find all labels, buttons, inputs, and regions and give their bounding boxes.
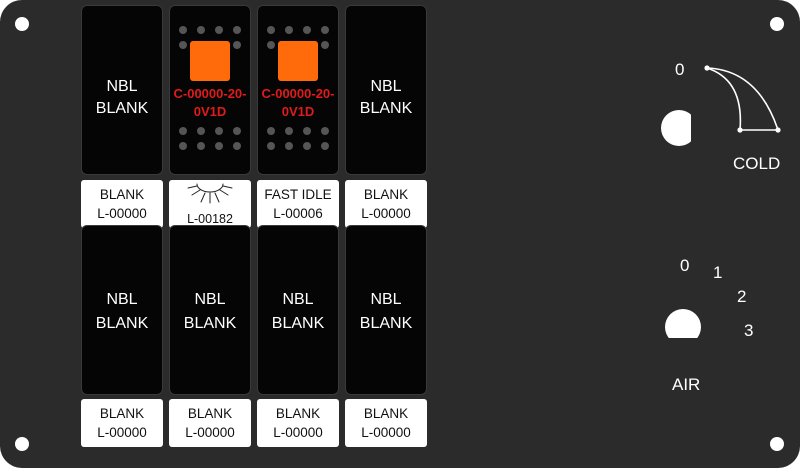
switch-code-line1: C-00000-20- (173, 86, 247, 101)
air-label: AIR (672, 375, 701, 394)
switch-label-4: BLANK L-00000 (345, 180, 427, 228)
sun-lamp-icon (187, 183, 233, 204)
switch-label-7: BLANK L-00000 (257, 399, 339, 447)
switch-label-3: FAST IDLE L-00006 (257, 180, 339, 228)
led-dots-bottom (170, 127, 250, 150)
rocker-switch-6[interactable]: NBL BLANK (169, 225, 251, 395)
switch-label-6: BLANK L-00000 (169, 399, 251, 447)
rocker-switch-4[interactable]: NBL BLANK (345, 5, 427, 175)
label-title: BLANK (363, 406, 409, 421)
switch-text-line2: BLANK (95, 100, 149, 117)
switch-text-line2: BLANK (271, 315, 325, 332)
label-code: L-00006 (273, 206, 323, 221)
switch-code-line2: 0V1D (281, 104, 315, 119)
label-code: L-00182 (187, 212, 233, 226)
rocker-switch-8[interactable]: NBL BLANK (345, 225, 427, 395)
orange-indicator-light (278, 41, 318, 81)
mounting-hole-top-right (770, 17, 784, 31)
switch-text-line1: NBL (194, 291, 226, 308)
mounting-hole-top-left (15, 17, 29, 31)
temp-range-arc-icon (704, 65, 781, 133)
air-control-knob[interactable] (665, 309, 701, 345)
switch-text-line1: NBL (370, 291, 402, 308)
switch-label-5: BLANK L-00000 (81, 399, 163, 447)
label-title: BLANK (99, 406, 145, 421)
label-title: BLANK (275, 406, 321, 421)
temp-zero-label: 0 (675, 60, 685, 79)
switch-text-line2: BLANK (95, 315, 149, 332)
switch-text-line1: NBL (282, 291, 314, 308)
switch-text-line1: NBL (106, 78, 138, 95)
label-title: BLANK (363, 187, 409, 202)
label-code: L-00000 (361, 206, 411, 221)
switch-code-line1: C-00000-20- (261, 86, 335, 101)
temp-cold-label: COLD (733, 154, 781, 173)
switch-label-8: BLANK L-00000 (345, 399, 427, 447)
switch-label-2: L-00182 (169, 180, 251, 228)
switch-text-line2: BLANK (359, 315, 413, 332)
rocker-switch-5[interactable]: NBL BLANK (81, 225, 163, 395)
temp-control-knob[interactable] (661, 110, 697, 146)
orange-indicator-light (190, 41, 230, 81)
air-position-3: 3 (744, 321, 754, 340)
label-title: FAST IDLE (264, 187, 332, 202)
air-position-1: 1 (713, 263, 723, 282)
switch-text-line1: NBL (370, 78, 402, 95)
rocker-switch-2[interactable]: C-00000-20- 0V1D (169, 5, 251, 175)
switch-text-line1: NBL (106, 291, 138, 308)
switch-text-line2: BLANK (359, 100, 413, 117)
rocker-switch-3[interactable]: C-00000-20- 0V1D (257, 5, 339, 175)
mounting-hole-bottom-right (770, 437, 784, 451)
label-code: L-00000 (273, 425, 323, 440)
label-code: L-00000 (97, 425, 147, 440)
switch-code-line2: 0V1D (193, 104, 227, 119)
label-code: L-00000 (97, 206, 147, 221)
rocker-switch-7[interactable]: NBL BLANK (257, 225, 339, 395)
label-title: BLANK (99, 187, 145, 202)
air-position-2: 2 (737, 287, 747, 306)
label-code: L-00000 (361, 425, 411, 440)
mounting-hole-bottom-left (15, 437, 29, 451)
air-position-0: 0 (680, 256, 690, 275)
switch-label-1: BLANK L-00000 (81, 180, 163, 228)
label-code: L-00000 (185, 425, 235, 440)
led-dots-bottom (258, 127, 338, 150)
label-title: BLANK (187, 406, 233, 421)
switch-text-line2: BLANK (183, 315, 237, 332)
rocker-switch-1[interactable]: NBL BLANK (81, 5, 163, 175)
